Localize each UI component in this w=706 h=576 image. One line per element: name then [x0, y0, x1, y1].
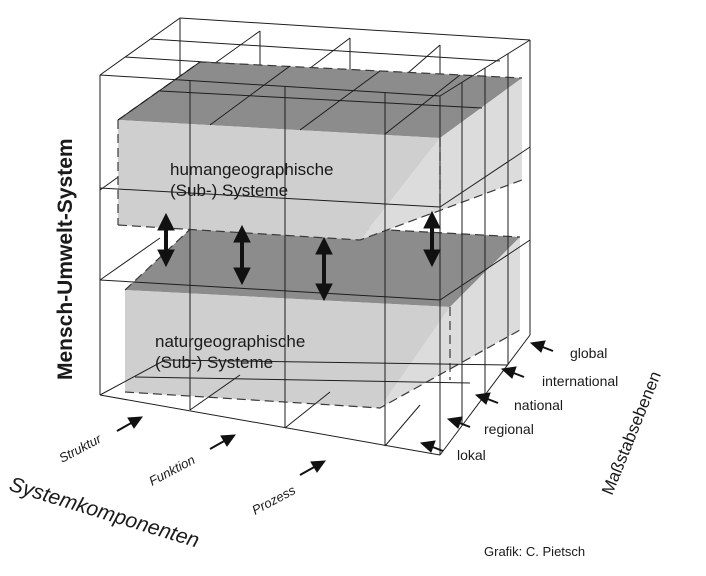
component-label-funktion: Funktion — [146, 452, 197, 489]
arrow-left-icon — [500, 366, 525, 379]
upper-slab-top — [118, 62, 522, 138]
scale-label-regional: regional — [484, 421, 534, 437]
arrow-right-icon — [299, 460, 327, 476]
components-axis: Struktur Funktion Prozess Systemkomponen… — [7, 416, 327, 553]
lower-layer-label-line1: naturgeographische — [155, 332, 305, 351]
upper-slab-front — [118, 120, 440, 240]
arrow-left-icon — [529, 340, 554, 353]
arrow-left-icon — [446, 416, 471, 429]
credit-text: Grafik: C. Pietsch — [484, 544, 585, 559]
component-label-prozess: Prozess — [249, 482, 298, 518]
scale-label-international: international — [542, 373, 618, 389]
double-arrow-icon — [315, 236, 333, 302]
scale-label-national: national — [514, 397, 563, 413]
upper-layer-label-line2: (Sub-) Systeme — [170, 181, 288, 200]
cube-front-grid — [99, 39, 531, 456]
double-arrow-icon — [233, 224, 251, 286]
arrow-left-icon — [419, 440, 444, 453]
vertical-title: Mensch-Umwelt-System — [54, 138, 77, 380]
arrow-right-icon — [116, 416, 144, 432]
arrow-left-icon — [474, 392, 499, 405]
double-arrow-icon — [157, 212, 175, 268]
arrow-right-icon — [209, 434, 237, 450]
double-arrow-icon — [423, 210, 441, 268]
components-axis-title: Systemkomponenten — [7, 473, 202, 553]
component-label-struktur: Struktur — [56, 431, 104, 466]
upper-slab-side — [360, 78, 522, 240]
upper-slab-top-grid — [117, 61, 483, 135]
upper-layer-label-line1: humangeographische — [170, 160, 334, 179]
scale-label-global: global — [570, 345, 607, 361]
interaction-arrows — [157, 210, 441, 302]
scale-label-lokal: lokal — [457, 447, 486, 463]
upper-layer-slab — [117, 61, 523, 241]
lower-layer-label-line2: (Sub-) Systeme — [155, 353, 273, 372]
